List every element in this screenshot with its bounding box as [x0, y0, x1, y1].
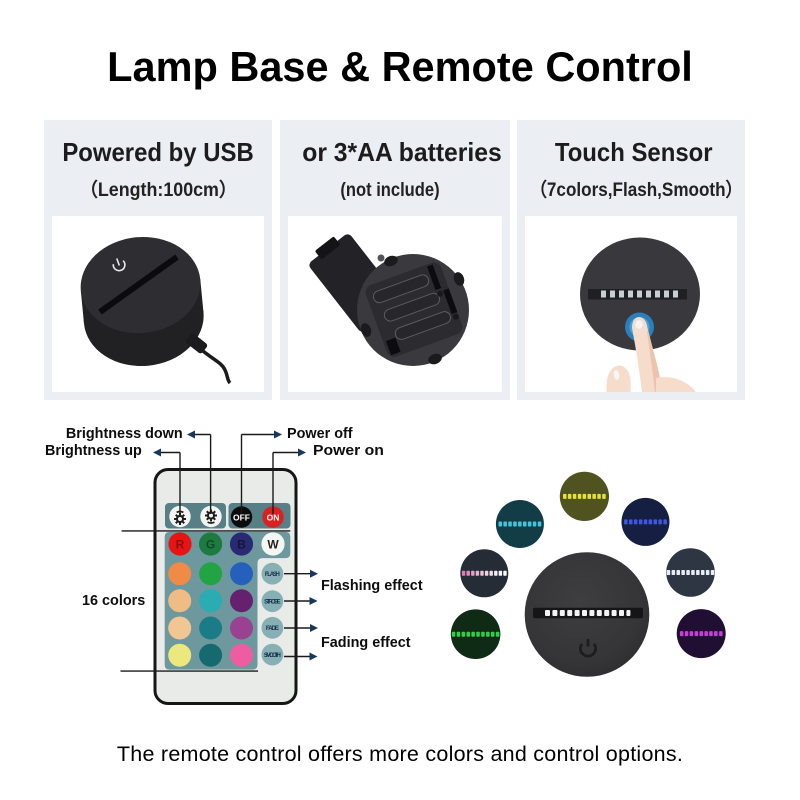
svg-text:W: W — [267, 538, 279, 552]
svg-text:SMOOTH: SMOOTH — [264, 653, 281, 659]
svg-text:R: R — [176, 538, 185, 552]
svg-text:FADE: FADE — [266, 626, 279, 632]
svg-text:G: G — [206, 538, 215, 552]
svg-text:FLASH: FLASH — [265, 572, 280, 578]
svg-text:ON: ON — [267, 512, 280, 522]
svg-text:STROBE: STROBE — [264, 600, 281, 606]
svg-text:B: B — [237, 538, 246, 552]
svg-text:OFF: OFF — [233, 512, 250, 522]
